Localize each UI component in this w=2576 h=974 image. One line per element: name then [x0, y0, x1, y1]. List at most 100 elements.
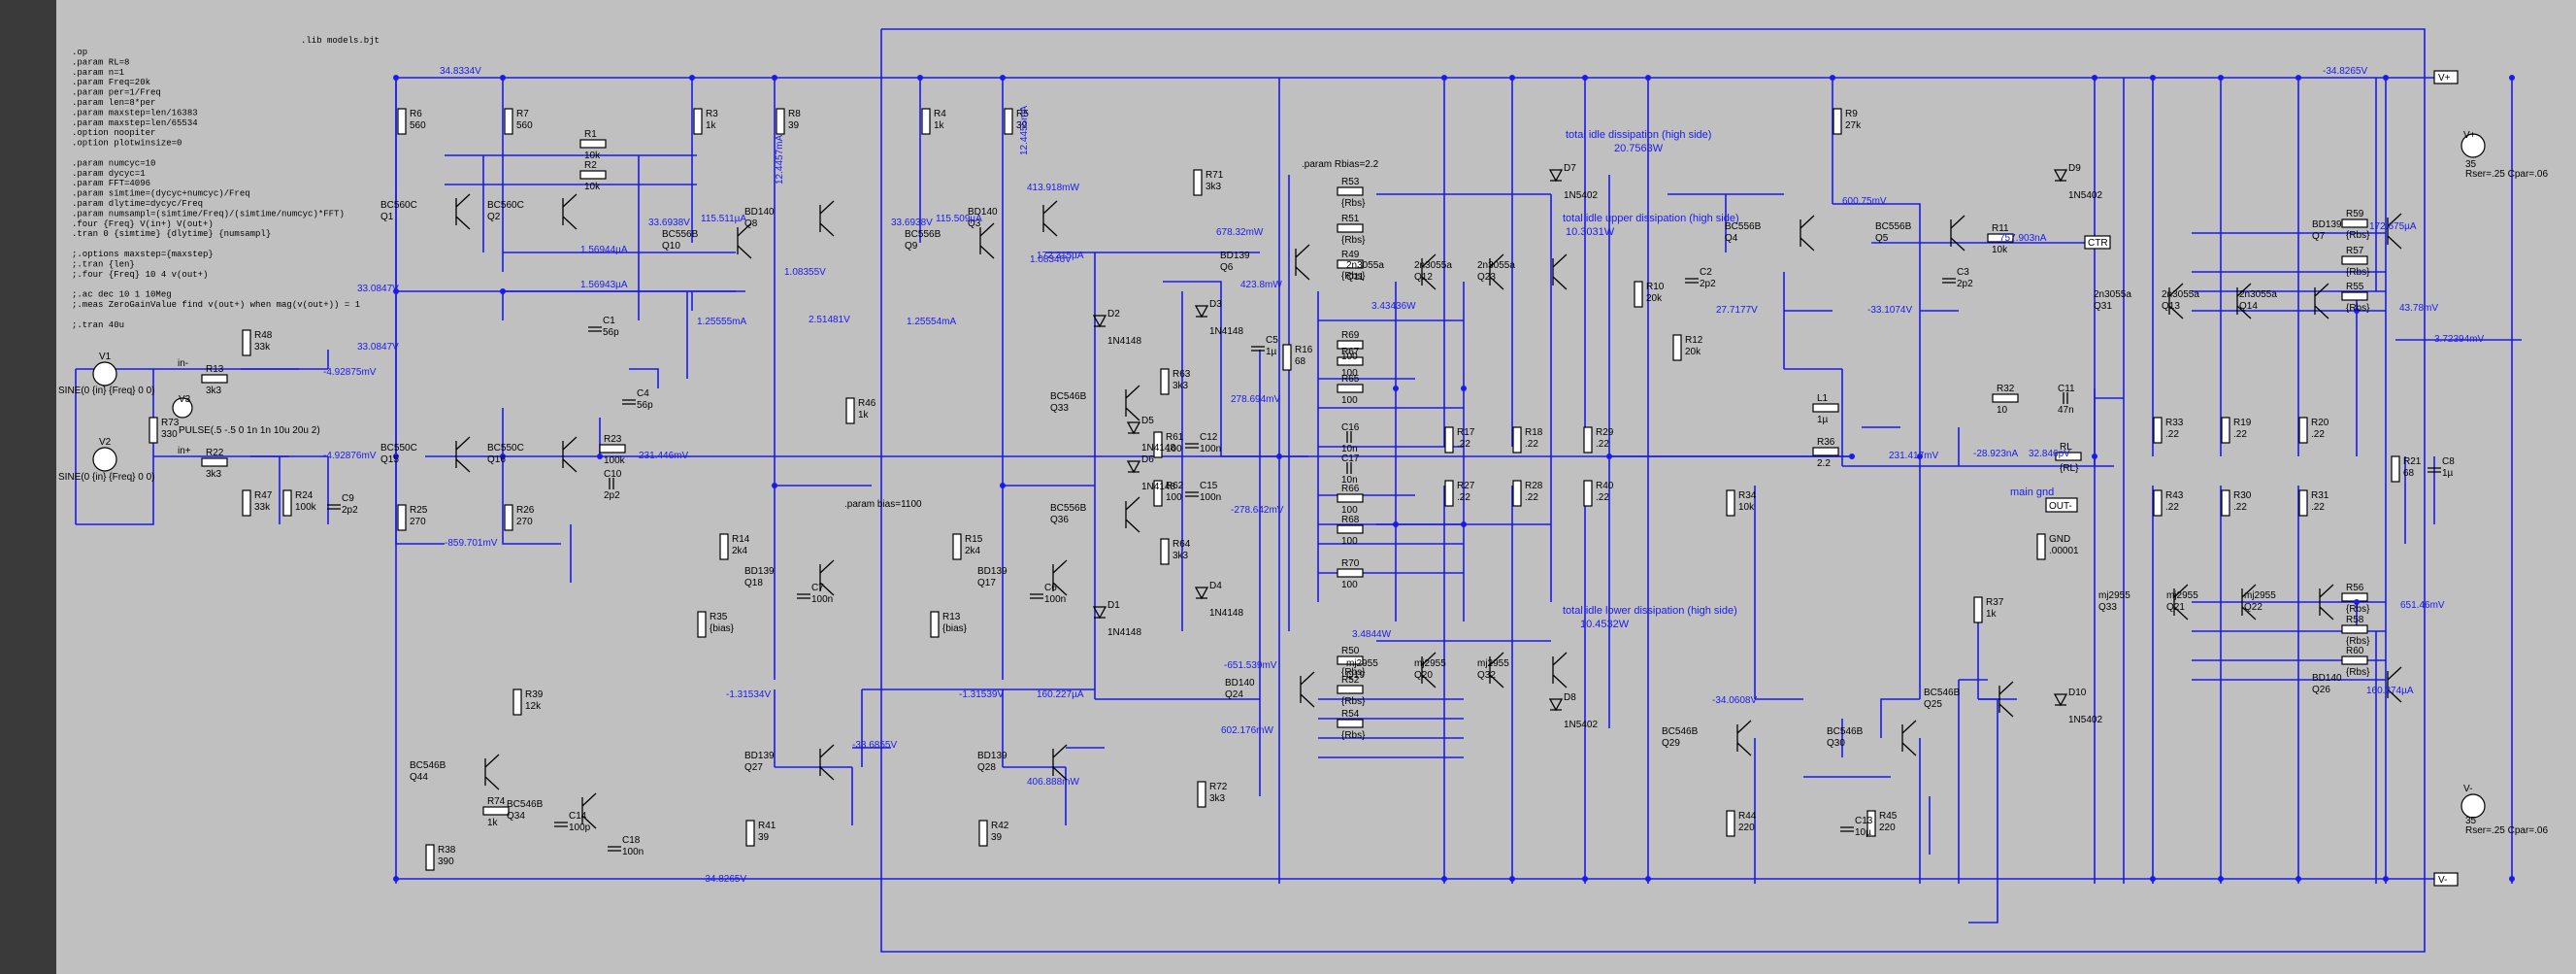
junction-dot: [1000, 75, 1006, 81]
junction-dot: [393, 288, 399, 294]
junction-dot: [2383, 876, 2389, 882]
junction-dot: [1461, 521, 1467, 527]
capacitor-symbol: [1942, 278, 1956, 284]
component-value: 100: [1166, 444, 1182, 454]
transistor-ref: Q2: [487, 212, 501, 222]
component-value: 56p: [637, 400, 653, 411]
component-value: 20k: [1646, 293, 1663, 304]
transistor-model: BC546B: [1924, 688, 1961, 698]
directive-line: .param maxstep=len/65534: [72, 118, 198, 128]
directive-line: .param numsampl=(simtime/Freq)/(simtime/…: [72, 209, 345, 218]
schematic-canvas[interactable]: .lib models.bjt .op.param RL=8.param n=1…: [56, 0, 2576, 974]
transistor-model: mj2955: [2244, 590, 2276, 601]
resistor-symbol: [397, 504, 407, 531]
resistor-symbol: [2153, 489, 2163, 517]
component-ref: R7: [516, 109, 529, 119]
directive-line: .four {Freq} V(in+) V(out+): [72, 219, 214, 229]
transistor-symbol: [1421, 652, 1437, 689]
resistor-symbol: [1512, 480, 1522, 507]
component-value: {Rbs}: [2346, 303, 2370, 314]
component-value: 100n: [811, 594, 833, 605]
component-ref: R5: [1016, 109, 1029, 119]
diode-labels: D21N4148D31N4148D51N4148D61N4148D11N4148…: [1107, 163, 2102, 730]
component-ref: R62: [1166, 481, 1184, 491]
transistor-model: BC546B: [1050, 391, 1087, 402]
component-value: 2k4: [965, 546, 981, 556]
component-value: 10k: [1992, 245, 2008, 255]
directive-line: .param len=8*per: [72, 98, 155, 108]
node-voltage: 600.75mV: [1842, 196, 1887, 207]
component-ref: R10: [1646, 282, 1665, 292]
idle-high-value: 20.7563W: [1614, 143, 1664, 154]
component-value: .22: [2233, 502, 2247, 513]
transistor-model: BC550C: [380, 443, 417, 453]
branch-current: 3.43436W: [1371, 301, 1416, 312]
component-labels: R6560R7560R110kR210kR31kR839R41kR539R713…: [161, 109, 2455, 867]
transistor-model: BD139: [744, 566, 775, 577]
directive-line: .param simtime=(dycyc+numcyc)/Freq: [72, 189, 250, 199]
component-value: 39: [1016, 120, 1028, 131]
component-symbols: [149, 108, 2441, 871]
resistor-symbol: [952, 533, 962, 560]
junction-dot: [1441, 876, 1447, 882]
diode-model: 1N4148: [1209, 608, 1243, 619]
transistor-symbol: [2387, 213, 2402, 250]
transistor-model: mj2955: [2098, 590, 2130, 601]
junction-dot: [1606, 453, 1612, 459]
component-value: 270: [516, 517, 533, 527]
diode-symbol: [1194, 587, 1209, 600]
component-value: 390: [438, 856, 454, 867]
resistor-symbol: [930, 611, 940, 638]
diode-model: 1N5402: [1564, 190, 1598, 201]
transistor-ref: Q9: [905, 241, 918, 252]
component-ref: R14: [732, 534, 750, 545]
component-ref: R13: [206, 364, 224, 375]
voltage-labels: 34.8334V-34.8265V33.0847V33.0847V33.6938…: [323, 66, 2484, 885]
directive-line: .option noopiter: [72, 128, 155, 138]
transistor-symbol: [1736, 720, 1752, 756]
transistor-model: mj2955: [2166, 590, 2198, 601]
main-gnd-label: main gnd: [2010, 487, 2054, 498]
component-value: .00001: [2049, 546, 2079, 556]
junction-dot: [500, 75, 506, 81]
capacitor-symbol: [608, 846, 621, 852]
capacitor-symbol: [2427, 467, 2441, 473]
junction-dot: [1645, 75, 1651, 81]
component-ref: R15: [965, 534, 983, 545]
resistor-symbol: [776, 108, 785, 135]
component-ref: C6: [1044, 583, 1057, 593]
component-ref: R50: [1341, 646, 1360, 656]
directive-line: .param Freq=20k: [72, 78, 150, 87]
capacitor-symbol: [622, 399, 636, 405]
directive-line: .param FFT=4096: [72, 179, 150, 188]
transistor-model: BC546B: [1827, 726, 1864, 737]
resistor-symbol: [845, 397, 855, 424]
component-ref: R33: [2165, 418, 2184, 428]
component-ref: R53: [1341, 177, 1360, 187]
transistor-model: BC556B: [1050, 503, 1087, 514]
resistor-symbol: [1672, 334, 1682, 361]
directive-line: .param numcyc=10: [72, 158, 155, 168]
transistor-ref: Q12: [1414, 272, 1433, 283]
component-ref: R44: [1738, 811, 1757, 822]
component-value: 68: [1295, 356, 1306, 367]
resistor-symbol: [599, 444, 626, 453]
transistor-symbol: [979, 222, 995, 259]
v2-value: SINE(0 {in} {Freq} 0 0): [58, 472, 155, 483]
junction-dot: [500, 453, 506, 459]
v1-symbol: [92, 361, 117, 386]
transistor-ref: Q26: [2312, 685, 2330, 695]
node-voltage: -34.8265V: [702, 874, 746, 885]
resistor-symbol: [397, 108, 407, 135]
v3-name: V3: [179, 394, 191, 405]
transistor-model: mj2955: [1414, 658, 1446, 669]
junction-dot: [393, 876, 399, 882]
transistor-symbol: [1552, 253, 1568, 290]
junction-dot: [772, 483, 777, 488]
junction-dot: [2383, 75, 2389, 81]
transistor-ref: Q32: [1477, 670, 1496, 681]
port-in-minus: in-: [178, 358, 188, 369]
transistor-ref: Q29: [1662, 738, 1680, 749]
transistor-model: BC556B: [662, 229, 699, 240]
transistor-model: BD139: [977, 566, 1007, 577]
